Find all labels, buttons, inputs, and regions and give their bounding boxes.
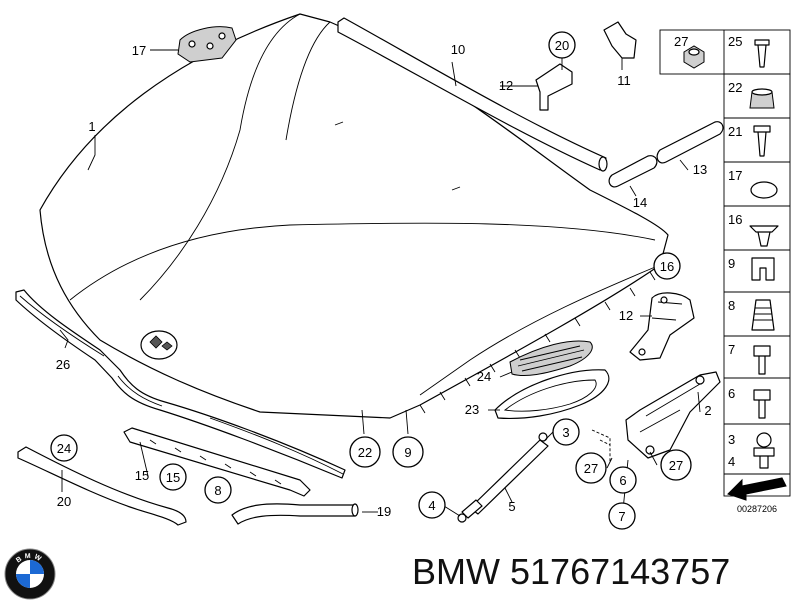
trim-piece-14 [608, 155, 658, 188]
brand-name: BMW [412, 551, 500, 592]
panel-9: 9 [728, 256, 735, 271]
callout-2: 2 [704, 403, 711, 418]
callout-12-top: 12 [499, 78, 513, 93]
rubber-buffer-icon [749, 88, 775, 109]
trim-strip-long [337, 17, 608, 172]
svg-text:16: 16 [660, 259, 674, 274]
panel-22: 22 [728, 80, 742, 95]
callout-labels: 17 1 10 12 11 13 14 12 24 23 2 26 20 15 … [56, 42, 712, 519]
bracket-12-top [535, 63, 573, 111]
direction-arrow-icon [727, 477, 787, 501]
hood-hinge-upper [629, 292, 695, 361]
svg-text:6: 6 [619, 473, 626, 488]
seal-lower-left [17, 446, 187, 526]
hex-bolt-icon-7 [753, 345, 771, 375]
callout-26: 26 [56, 357, 70, 372]
callout-24: 24 [477, 369, 491, 384]
bracket-front [123, 427, 311, 497]
panel-25: 25 [728, 34, 742, 49]
circled-callouts: 20 16 22 9 3 24 15 8 4 27 6 27 7 [50, 31, 692, 530]
fastener-panel: 27 25 22 21 17 16 9 8 7 6 3 4 002 [659, 29, 791, 514]
panel-16: 16 [728, 212, 742, 227]
vent-grille [509, 340, 593, 377]
panel-3: 3 [728, 432, 735, 447]
svg-text:27: 27 [584, 461, 598, 476]
callout-5: 5 [508, 499, 515, 514]
ball-stud-icon [753, 432, 775, 469]
callout-23: 23 [465, 402, 479, 417]
callout-3: 3 [552, 418, 580, 446]
callout-22: 22 [349, 436, 381, 468]
callout-19: 19 [377, 504, 391, 519]
o-ring-icon [750, 181, 778, 199]
callout-4: 4 [418, 491, 446, 519]
panel-27: 27 [674, 34, 688, 49]
vent-frame [494, 369, 610, 419]
svg-text:27: 27 [669, 458, 683, 473]
callout-20: 20 [57, 494, 71, 509]
callout-10: 10 [451, 42, 465, 57]
clip-11 [603, 21, 637, 59]
callout-18: 17 [132, 43, 146, 58]
panel-8: 8 [728, 298, 735, 313]
panel-21: 21 [728, 124, 742, 139]
callout-15: 15 [135, 468, 149, 483]
callout-6: 6 [609, 466, 637, 494]
reference-code: 00287206 [737, 504, 777, 514]
callout-21-top: 20 [548, 31, 576, 59]
hood-panel [39, 13, 669, 419]
spring-clip-icon [751, 257, 775, 281]
callout-7: 7 [608, 502, 636, 530]
part-number: 51767143757 [510, 551, 731, 592]
callout-25: 24 [50, 434, 78, 462]
svg-text:BMW: BMW [15, 553, 45, 565]
callout-16: 15 [159, 463, 187, 491]
part-caption: BMW 51767143757 [412, 548, 792, 596]
callout-9: 9 [392, 436, 424, 468]
push-clip-icon [749, 225, 779, 247]
callout-27-left: 27 [575, 452, 607, 484]
screw-rivet-icon [753, 125, 771, 157]
callout-14: 14 [633, 195, 647, 210]
svg-text:8: 8 [214, 483, 221, 498]
svg-text:20: 20 [555, 38, 569, 53]
callout-27-right: 27 [660, 449, 692, 481]
svg-text:24: 24 [57, 441, 71, 456]
svg-text:22: 22 [358, 445, 372, 460]
callout-13: 13 [693, 162, 707, 177]
bmw-roundel-icon: BMW [4, 548, 56, 600]
callout-12-hinge: 12 [619, 308, 633, 323]
logo-letters: BMW [15, 553, 42, 565]
trim-piece-13 [656, 121, 724, 164]
svg-text:4: 4 [428, 498, 435, 513]
panel-4: 4 [728, 454, 735, 469]
callout-8: 8 [204, 476, 232, 504]
svg-text:7: 7 [618, 509, 625, 524]
hose-washer [231, 503, 356, 525]
callout-11: 11 [617, 73, 631, 88]
panel-17: 17 [728, 168, 742, 183]
svg-text:9: 9 [404, 445, 411, 460]
hood-emblem [140, 330, 178, 360]
panel-7: 7 [728, 342, 735, 357]
panel-6: 6 [728, 386, 735, 401]
bracket-18 [177, 26, 237, 63]
threaded-bushing-icon [751, 299, 775, 331]
callout-17: 16 [653, 252, 681, 280]
gas-spring [457, 432, 549, 523]
hood-hinge-lower [591, 371, 721, 462]
expansion-rivet-icon [754, 39, 770, 68]
svg-text:15: 15 [166, 470, 180, 485]
callout-1: 1 [88, 119, 95, 134]
svg-text:3: 3 [562, 425, 569, 440]
hex-nut-icon [683, 45, 705, 69]
hex-bolt-icon-6 [753, 389, 771, 419]
